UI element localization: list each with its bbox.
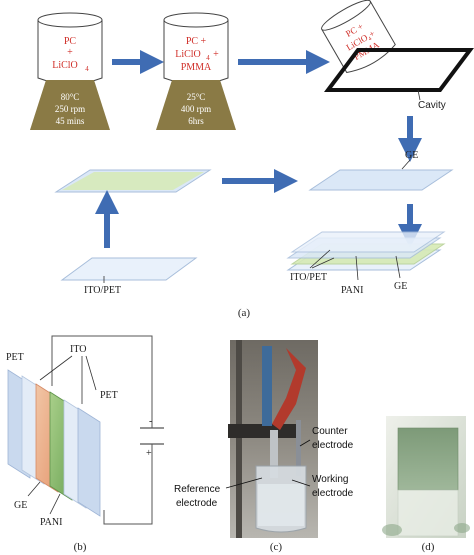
- beaker-2-line2-suffix: +: [213, 49, 219, 60]
- beaker-2-line2-sub: 4: [206, 54, 210, 62]
- counter-leader: [299, 439, 311, 447]
- ito-pet-leader-right-1: [309, 249, 331, 269]
- pani-label-b: PANI: [40, 517, 62, 528]
- ito-label: ITO: [70, 344, 86, 355]
- beaker-3-tilted: PC + LiClO₄+ PMMA: [321, 0, 396, 74]
- cond-2-time: 6hrs: [188, 116, 204, 126]
- cond-1-time: 45 mins: [56, 116, 85, 126]
- ito-pet-leader-right-2: [311, 257, 335, 269]
- cavity-frame: [324, 48, 474, 92]
- pani-leader: [355, 255, 359, 281]
- caption-b: (b): [74, 541, 87, 553]
- beaker-1-line2: +: [67, 47, 73, 58]
- counter-electrode-line2: electrode: [312, 440, 354, 451]
- beaker-1-line3: LiClO: [52, 60, 78, 71]
- pet-layer-right: [77, 407, 101, 517]
- electrochemical-setup-photo: [228, 340, 318, 538]
- stirrer-stand-1: 80°C 250 rpm 45 mins: [30, 80, 110, 130]
- ge-label-bottom: GE: [394, 281, 407, 292]
- pani-label: PANI: [341, 285, 363, 296]
- clamp-red: [272, 348, 306, 430]
- cond-2-temp: 25°C: [187, 92, 206, 102]
- cond-1-speed: 250 rpm: [55, 104, 85, 114]
- ge-film: [308, 169, 454, 191]
- ge-label-b: GE: [14, 500, 27, 511]
- cavity-leader: [417, 89, 421, 101]
- ito-pet-label-right: ITO/PET: [290, 272, 327, 283]
- reference-electrode-line1: Reference: [174, 484, 221, 495]
- ito-leader-3: [85, 355, 97, 391]
- ito-leader-1: [39, 355, 73, 381]
- pet-label-left: PET: [6, 352, 24, 363]
- working-electrode-line2: electrode: [312, 488, 354, 499]
- pani-coated-film: [54, 169, 212, 193]
- cond-1-temp: 80°C: [61, 92, 80, 102]
- pani-coated-region: [397, 427, 459, 491]
- beaker-2-line1: PC +: [186, 36, 207, 47]
- cavity-label: Cavity: [418, 100, 446, 111]
- reference-leader: [225, 477, 263, 489]
- ge-leader-b: [27, 481, 41, 497]
- working-electrode-line1: Working: [312, 474, 349, 485]
- pani-leader-b: [49, 493, 61, 515]
- counter-electrode-line1: Counter: [312, 426, 348, 437]
- assembled-stack: [286, 231, 446, 271]
- ito-pet-film: [60, 257, 198, 281]
- beaker-2-line3: PMMA: [181, 62, 212, 73]
- beaker-2-line2: LiClO: [175, 49, 201, 60]
- device-photo: [382, 416, 470, 538]
- reference-electrode-line2: electrode: [176, 498, 218, 509]
- beaker-1-line1: PC: [64, 36, 77, 47]
- ge-label-top: GE: [405, 150, 418, 161]
- caption-c: (c): [270, 541, 283, 553]
- pet-label-right: PET: [100, 390, 118, 401]
- beaker-1-line3-sub: 4: [85, 65, 89, 73]
- ge-leader-top: [401, 159, 411, 170]
- caption-d: (d): [422, 541, 435, 553]
- battery-minus: -: [149, 416, 152, 427]
- battery-plus: +: [146, 448, 152, 459]
- ito-pet-label-left: ITO/PET: [84, 285, 121, 296]
- caption-a: (a): [238, 307, 251, 319]
- beaker-1: PC + LiClO 4: [37, 12, 103, 85]
- beaker-2: PC + LiClO 4 + PMMA: [163, 12, 229, 85]
- ge-leader-bottom: [395, 255, 401, 279]
- device-schematic: - +: [7, 335, 164, 525]
- stirrer-stand-2: 25°C 400 rpm 6hrs: [156, 80, 236, 130]
- cond-2-speed: 400 rpm: [181, 104, 211, 114]
- working-leader: [291, 479, 311, 487]
